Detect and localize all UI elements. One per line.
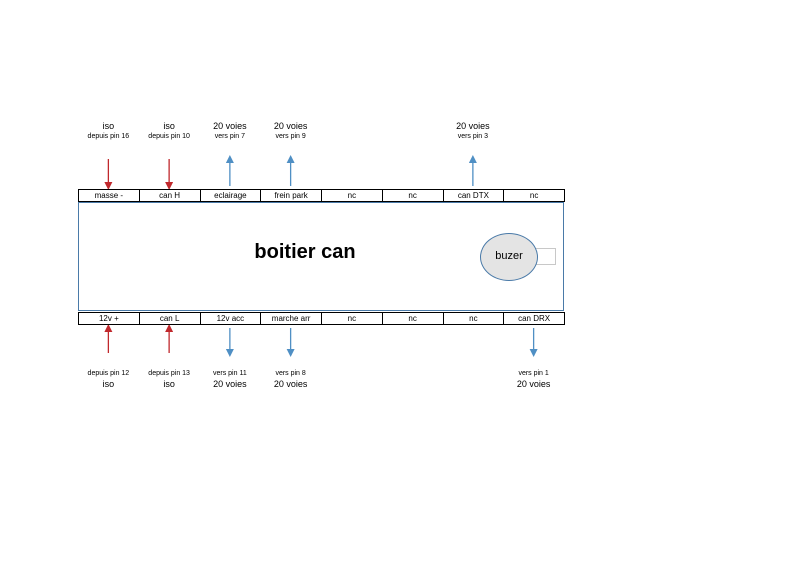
note-main: iso — [102, 379, 115, 389]
bottom-pin-7: nc — [442, 312, 505, 325]
top-pin-3-note: 20 voies vers pin 7 — [190, 121, 270, 142]
note-main: 20 voies — [456, 121, 490, 131]
note-main: 20 voies — [273, 121, 308, 131]
note-main: 20 voies — [213, 121, 247, 131]
note-main: iso — [163, 379, 175, 389]
top-pin-4-note: 20 voies vers pin 9 — [251, 121, 331, 142]
note-sub: depuis pin 13 — [148, 370, 190, 377]
top-pin-6: nc — [381, 189, 444, 202]
note-main: 20 voies — [213, 379, 247, 389]
top-pin-1: masse - — [78, 189, 140, 202]
bottom-pin-5: nc — [321, 312, 383, 325]
note-main: iso — [163, 121, 175, 131]
top-pin-8: nc — [503, 189, 565, 202]
note-sub: depuis pin 16 — [87, 133, 130, 140]
bottom-pin-4-note: vers pin 8 20 voies — [251, 369, 331, 390]
note-main: 20 voies — [516, 379, 551, 389]
note-sub: depuis pin 12 — [87, 370, 130, 377]
bottom-pin-1: 12v + — [78, 312, 140, 325]
top-pin-5: nc — [321, 189, 383, 202]
bottom-pin-8: can DRX — [503, 312, 565, 325]
note-sub: vers pin 9 — [275, 133, 306, 140]
top-pin-2: can H — [138, 189, 201, 202]
note-sub: vers pin 7 — [214, 133, 246, 140]
note-sub: vers pin 1 — [518, 370, 549, 377]
note-sub: depuis pin 10 — [148, 133, 190, 140]
top-pin-2-note: iso depuis pin 10 — [129, 121, 209, 142]
bottom-pin-2-note: depuis pin 13 iso — [129, 369, 209, 390]
bottom-pin-2: can L — [138, 312, 201, 325]
bottom-pin-6: nc — [381, 312, 444, 325]
note-sub: vers pin 3 — [457, 133, 489, 140]
bottom-pin-8-note: vers pin 1 20 voies — [494, 369, 574, 390]
bottom-pin-4: marche arr — [260, 312, 322, 325]
note-sub: vers pin 8 — [275, 370, 306, 377]
top-pin-1-note: iso depuis pin 16 — [68, 121, 148, 142]
bottom-pin-3-note: vers pin 11 20 voies — [190, 369, 270, 390]
bottom-pin-1-note: depuis pin 12 iso — [68, 369, 148, 390]
box-title: boitier can — [254, 241, 356, 263]
buzer-circle: buzer — [480, 233, 538, 281]
top-pin-4: frein park — [260, 189, 322, 202]
bottom-pin-3: 12v acc — [199, 312, 262, 325]
top-pin-7: can DTX — [442, 189, 505, 202]
note-sub: vers pin 11 — [213, 370, 247, 377]
note-main: iso — [102, 121, 115, 131]
note-main: 20 voies — [273, 379, 308, 389]
top-pin-7-note: 20 voies vers pin 3 — [433, 121, 513, 142]
top-pin-3: eclairage — [199, 189, 262, 202]
